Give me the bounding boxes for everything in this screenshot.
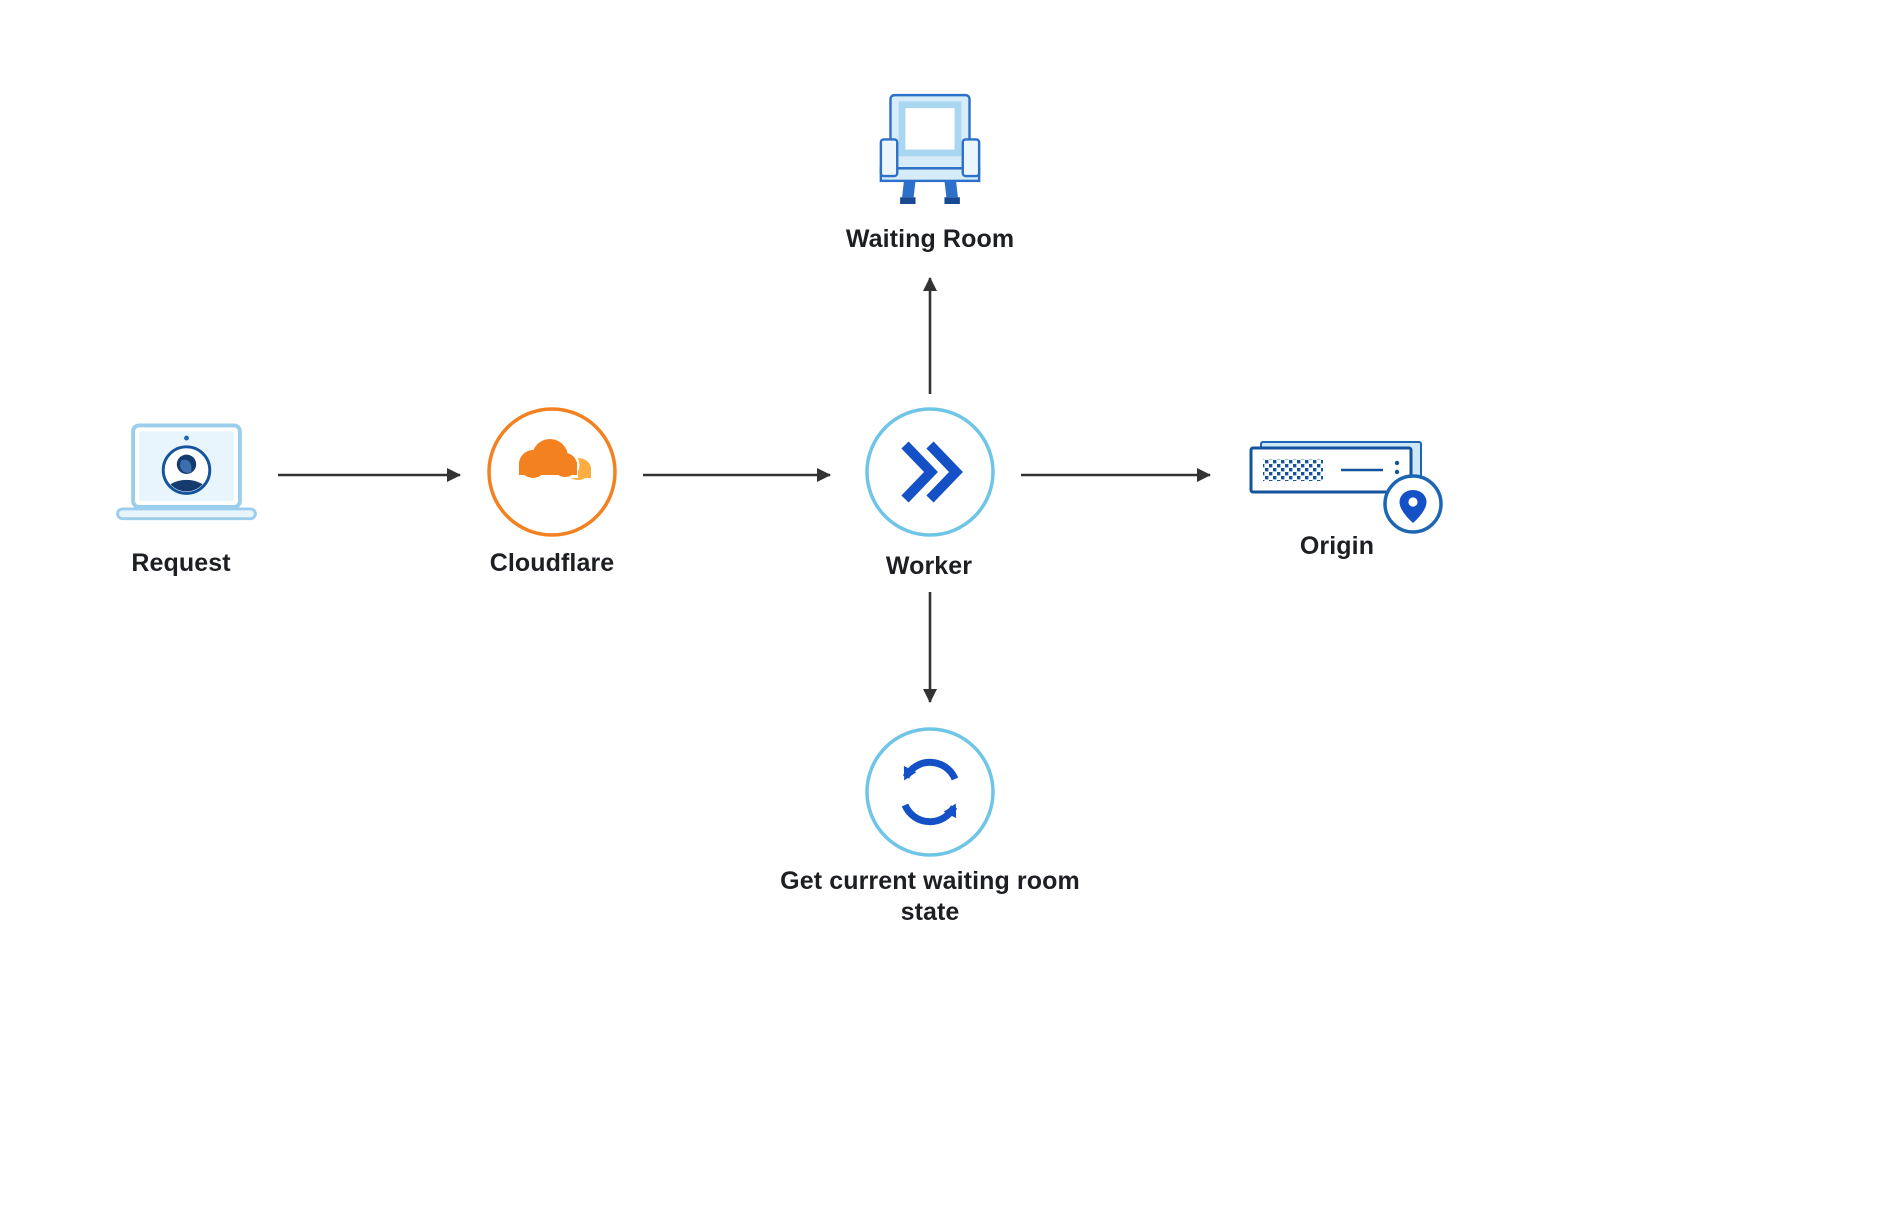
- cloudflare-cloud: [516, 436, 591, 481]
- request-laptop-icon: [104, 422, 269, 526]
- waiting-state-label: Get current waiting room state: [780, 867, 1080, 926]
- request-label: Request: [131, 549, 231, 577]
- waiting-room-chair-icon: [877, 92, 983, 210]
- sync-icon: [863, 725, 997, 859]
- origin-server-icon: [1245, 432, 1450, 538]
- cloudflare-icon: [485, 405, 619, 539]
- waiting-room-label: Waiting Room: [845, 225, 1015, 253]
- cloudflare-label: Cloudflare: [489, 549, 615, 577]
- worker-label: Worker: [885, 552, 973, 580]
- origin-label: Origin: [1299, 532, 1375, 560]
- worker-icon: [863, 405, 997, 539]
